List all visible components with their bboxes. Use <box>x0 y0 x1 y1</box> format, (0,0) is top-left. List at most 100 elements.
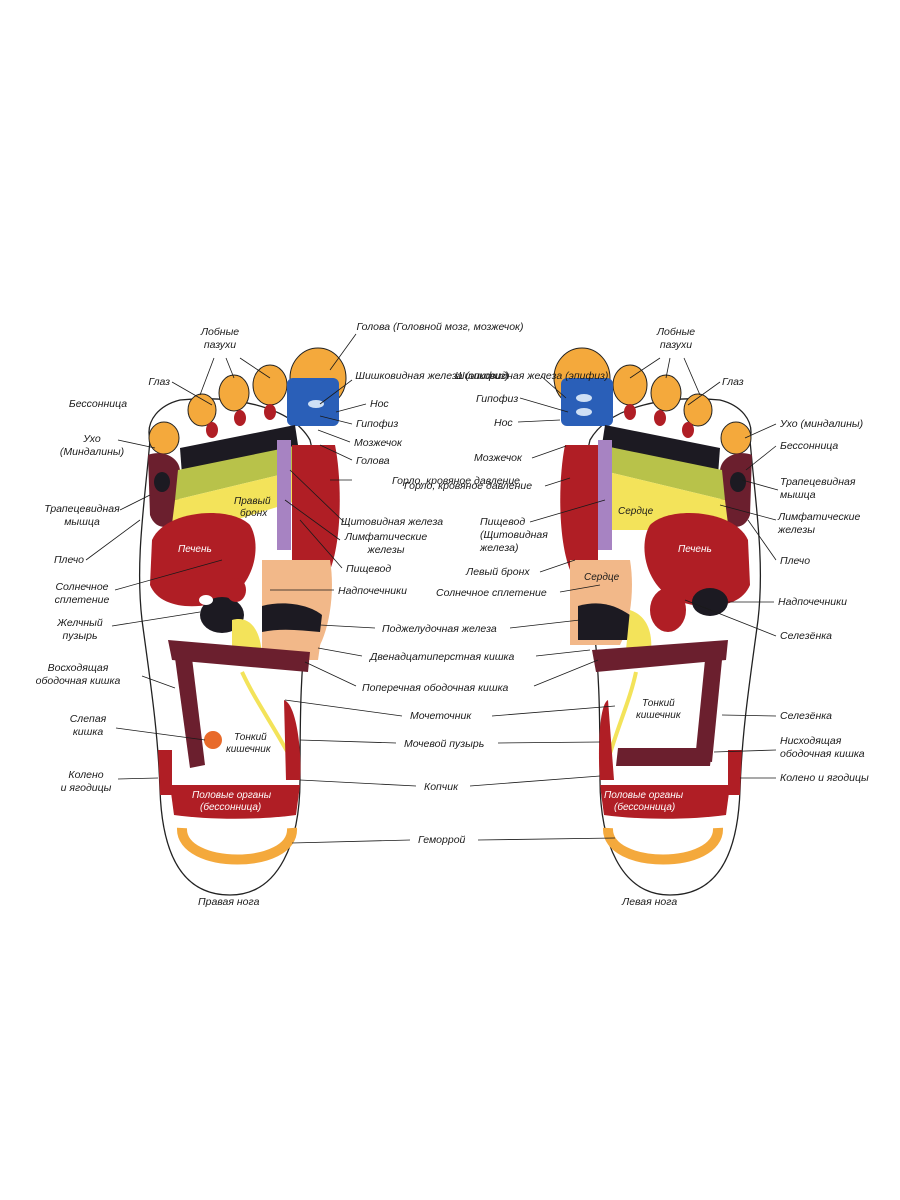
outer-right-leader-1c <box>683 357 701 396</box>
center-leader-16 <box>544 477 571 487</box>
center-leader-12 <box>540 375 567 399</box>
left-transverse-colon <box>592 640 728 672</box>
right-toe-2 <box>252 364 288 406</box>
outer-right-label-11-line-1: Нисходящая <box>780 735 842 747</box>
center-label-16-line-1: Горло, кровяное давление <box>404 480 532 492</box>
outer-right-leader-10 <box>721 714 777 717</box>
right-hemorrhoid-arc <box>176 827 297 865</box>
outer-left-label-11-line-2: и ягодицы <box>61 782 112 794</box>
center-label-10-line-1: Пищевод <box>346 563 391 575</box>
center-label-22: Поперечная ободочная кишка <box>362 682 509 694</box>
left-heart-lower-label: Сердце <box>584 572 620 583</box>
outer-left-label-10-line-1: Слепая <box>70 713 107 725</box>
outer-right-label-8: Надпочечники <box>778 596 847 608</box>
center-leader-22b <box>533 659 599 687</box>
outer-right-label-7-line-1: Плечо <box>780 555 810 567</box>
left-spleen-red <box>650 588 686 632</box>
center-leader-26 <box>291 839 411 844</box>
center-label-4: Гипофиз <box>356 418 398 430</box>
outer-left-leader-1b <box>225 357 235 379</box>
outer-right-label-3-line-1: Ухо (миндалины) <box>779 418 863 430</box>
outer-right-label-12-line-1: Колено и ягодицы <box>780 772 869 784</box>
leader-lines <box>85 333 779 844</box>
outer-left-leader-8 <box>111 611 201 627</box>
right-toe-4 <box>187 393 217 427</box>
outer-right-label-11-line-2: ободочная кишка <box>780 748 865 760</box>
outer-right-leader-11 <box>713 749 777 753</box>
outer-left-label-7-line-2: сплетение <box>55 594 110 606</box>
outer-right-label-7: Плечо <box>780 555 810 567</box>
outer-left-label-4-line-2: (Миндалины) <box>60 446 124 458</box>
outer-right-label-8-line-1: Надпочечники <box>778 596 847 608</box>
center-leader-13 <box>519 397 569 413</box>
center-label-20: Поджелудочная железа <box>382 623 497 635</box>
right-pineal-dot <box>308 400 324 408</box>
left-heart-upper-label: Сердце <box>618 506 654 517</box>
outer-right-label-10-line-1: Селезёнка <box>780 710 832 722</box>
outer-left-label-5-line-2: мышца <box>64 516 100 528</box>
center-leader-19 <box>559 584 601 593</box>
center-label-9-line-1: Лимфатические <box>344 531 428 543</box>
center-label-14: Нос <box>494 417 513 429</box>
right-ascending-colon <box>175 658 205 768</box>
center-label-15-line-1: Мозжечок <box>474 452 523 464</box>
outer-right-label-9: Селезёнка <box>780 630 832 642</box>
right-appendix <box>204 731 222 749</box>
center-leader-10 <box>299 519 343 569</box>
left-genitals-label-2: (бессонница) <box>614 801 675 813</box>
left-toe-5 <box>720 421 752 455</box>
outer-right-leader-1 <box>629 357 661 379</box>
center-label-19: Солнечное сплетение <box>436 587 547 599</box>
left-hemorrhoid-arc <box>602 827 724 865</box>
left-lymph-band <box>600 445 725 500</box>
left-pituitary-dot <box>576 408 592 416</box>
right-foot <box>138 347 347 896</box>
right-small-intestine-label-1: Тонкий <box>234 732 267 743</box>
center-leader-5 <box>317 429 351 443</box>
outer-right-label-2: Глаз <box>722 376 744 388</box>
center-label-19-line-1: Солнечное сплетение <box>436 587 547 599</box>
outer-left-label-11-line-1: Колено <box>68 769 103 781</box>
left-toe-3 <box>650 374 682 412</box>
center-label-18: Левый бронх <box>465 566 530 578</box>
right-eye-spot-2 <box>234 410 246 426</box>
outer-left-label-1-line-1: Лобные <box>200 326 239 338</box>
left-small-intestine-label-2: кишечник <box>636 710 682 721</box>
left-bladder <box>598 700 614 780</box>
outer-right-label-6-line-1: Лимфатические <box>777 511 861 523</box>
outer-left-label-8-line-2: пузырь <box>63 630 98 642</box>
center-labels-group: Голова (Головной мозг, мозжечок)Шишковид… <box>338 321 608 846</box>
right-pancreas <box>262 603 322 632</box>
outer-left-label-4: Ухо(Миндалины) <box>60 433 124 458</box>
center-label-20-line-1: Поджелудочная железа <box>382 623 497 635</box>
right-foot-caption: Правая нога <box>198 896 260 908</box>
outer-left-leader-6 <box>85 519 141 561</box>
left-small-intestine-label-1: Тонкий <box>642 698 675 709</box>
center-leader-17 <box>529 499 606 523</box>
outer-right-label-5-line-1: Трапецевидная <box>780 476 856 488</box>
outer-left-label-2: Глаз <box>148 376 170 388</box>
right-throat-zone <box>292 445 340 570</box>
right-genitals <box>170 785 300 819</box>
outer-left-leader-7 <box>114 559 223 591</box>
left-toe-2 <box>612 364 648 406</box>
center-label-7-line-1: Горло, кровяное давление <box>392 475 520 487</box>
center-label-6: Голова <box>356 455 390 467</box>
outer-right-leader-1b <box>665 357 671 379</box>
center-label-3-line-1: Нос <box>370 398 389 410</box>
center-label-25-line-1: Копчик <box>424 781 459 793</box>
outer-left-label-6-line-1: Плечо <box>54 554 84 566</box>
center-label-10: Пищевод <box>346 563 391 575</box>
left-foot-caption: Левая нога <box>621 896 677 908</box>
center-label-2-line-1: Шишковидная железа (эпифиз) <box>355 370 508 382</box>
left-pancreas <box>578 603 630 640</box>
right-adrenal-spot <box>199 595 213 605</box>
